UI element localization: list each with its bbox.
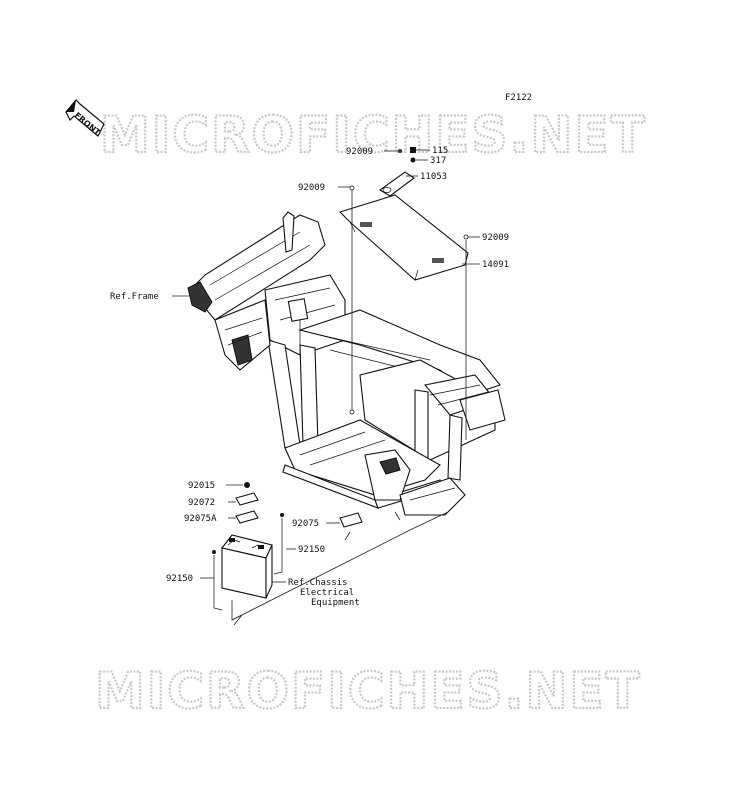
label-92075A: 92075A xyxy=(184,514,217,524)
label-92009-mid: 92009 xyxy=(298,183,325,193)
label-ref-chassis-1: Ref.Chassis xyxy=(288,578,348,588)
label-11053: 11053 xyxy=(420,172,447,182)
battery xyxy=(221,534,273,599)
watermark-top: MICROFICHES.NET xyxy=(100,106,647,164)
label-92150-left: 92150 xyxy=(166,574,193,584)
battery-top-parts xyxy=(235,482,363,528)
bracket-11053 xyxy=(379,171,415,197)
label-ref-chassis-2: Electrical xyxy=(300,588,354,598)
label-92009-right: 92009 xyxy=(482,233,509,243)
watermark-bottom: MICROFICHES.NET xyxy=(95,662,642,720)
label-92009-top: 92009 xyxy=(346,147,373,157)
figure-code: F2122 xyxy=(505,93,532,103)
label-115: 115 xyxy=(432,146,448,156)
battery-bolts-92150 xyxy=(212,513,284,611)
vehicle-frame-illustration xyxy=(187,211,506,516)
label-92072: 92072 xyxy=(188,498,215,508)
leader-lines xyxy=(172,149,480,626)
label-92075: 92075 xyxy=(292,519,319,529)
label-92150-right: 92150 xyxy=(298,545,325,555)
label-ref-chassis-3: Equipment xyxy=(311,598,360,608)
part-labels: 92009 115 317 92009 11053 92009 14091 Re… xyxy=(110,146,509,608)
front-arrow-icon: FRONT xyxy=(65,99,105,138)
label-317: 317 xyxy=(430,156,446,166)
label-92015: 92015 xyxy=(188,481,215,491)
battery-cover-14091 xyxy=(338,194,469,281)
label-ref-frame: Ref.Frame xyxy=(110,292,159,302)
label-14091: 14091 xyxy=(482,260,509,270)
